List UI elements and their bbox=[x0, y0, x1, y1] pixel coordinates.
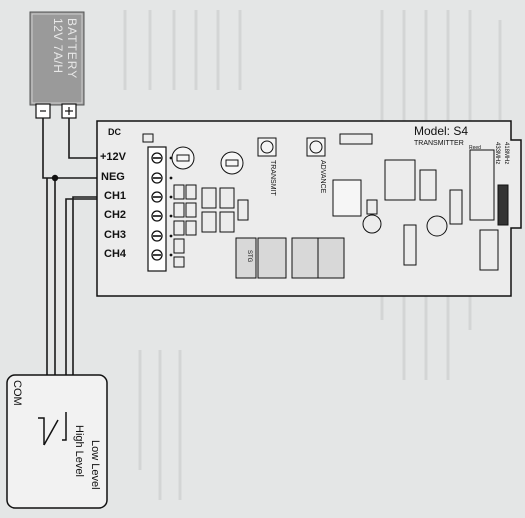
wire-junction bbox=[51, 174, 59, 182]
advance-label: ADVANCE bbox=[319, 160, 326, 194]
battery-rating: 12V 7A/H bbox=[51, 18, 65, 74]
stg-label: STG bbox=[246, 250, 252, 263]
model-label: Model: S4 bbox=[414, 124, 469, 138]
dc-label: DC bbox=[108, 127, 121, 137]
battery-label: BATTERY bbox=[65, 18, 79, 80]
transmitter-label: TRANSMITTER bbox=[414, 140, 464, 147]
terminal-label-ch4: CH4 bbox=[104, 248, 127, 260]
battery-title: BATTERY bbox=[65, 18, 79, 80]
sensor-low-level-label: Low Level bbox=[89, 440, 101, 490]
terminal-label-ch3: CH3 bbox=[104, 229, 127, 241]
sensor-com-label: COM bbox=[11, 380, 23, 406]
terminal-label-12v: +12V bbox=[100, 151, 126, 163]
reed-label: Reed bbox=[469, 145, 481, 151]
terminal-block bbox=[147, 146, 173, 272]
sensor-high-level-label: High Level bbox=[73, 425, 85, 477]
battery bbox=[29, 11, 85, 119]
level-sensor bbox=[6, 374, 108, 509]
freq-label-418: 418MHz bbox=[503, 142, 509, 165]
transmit-label: TRANSMIT bbox=[269, 160, 276, 196]
freq-label-433: 433MHz bbox=[494, 142, 500, 165]
terminal-label-ch2: CH2 bbox=[104, 209, 127, 221]
board-components bbox=[142, 133, 509, 279]
terminal-label-ch1: CH1 bbox=[104, 190, 127, 202]
terminal-label-neg: NEG bbox=[101, 171, 125, 183]
